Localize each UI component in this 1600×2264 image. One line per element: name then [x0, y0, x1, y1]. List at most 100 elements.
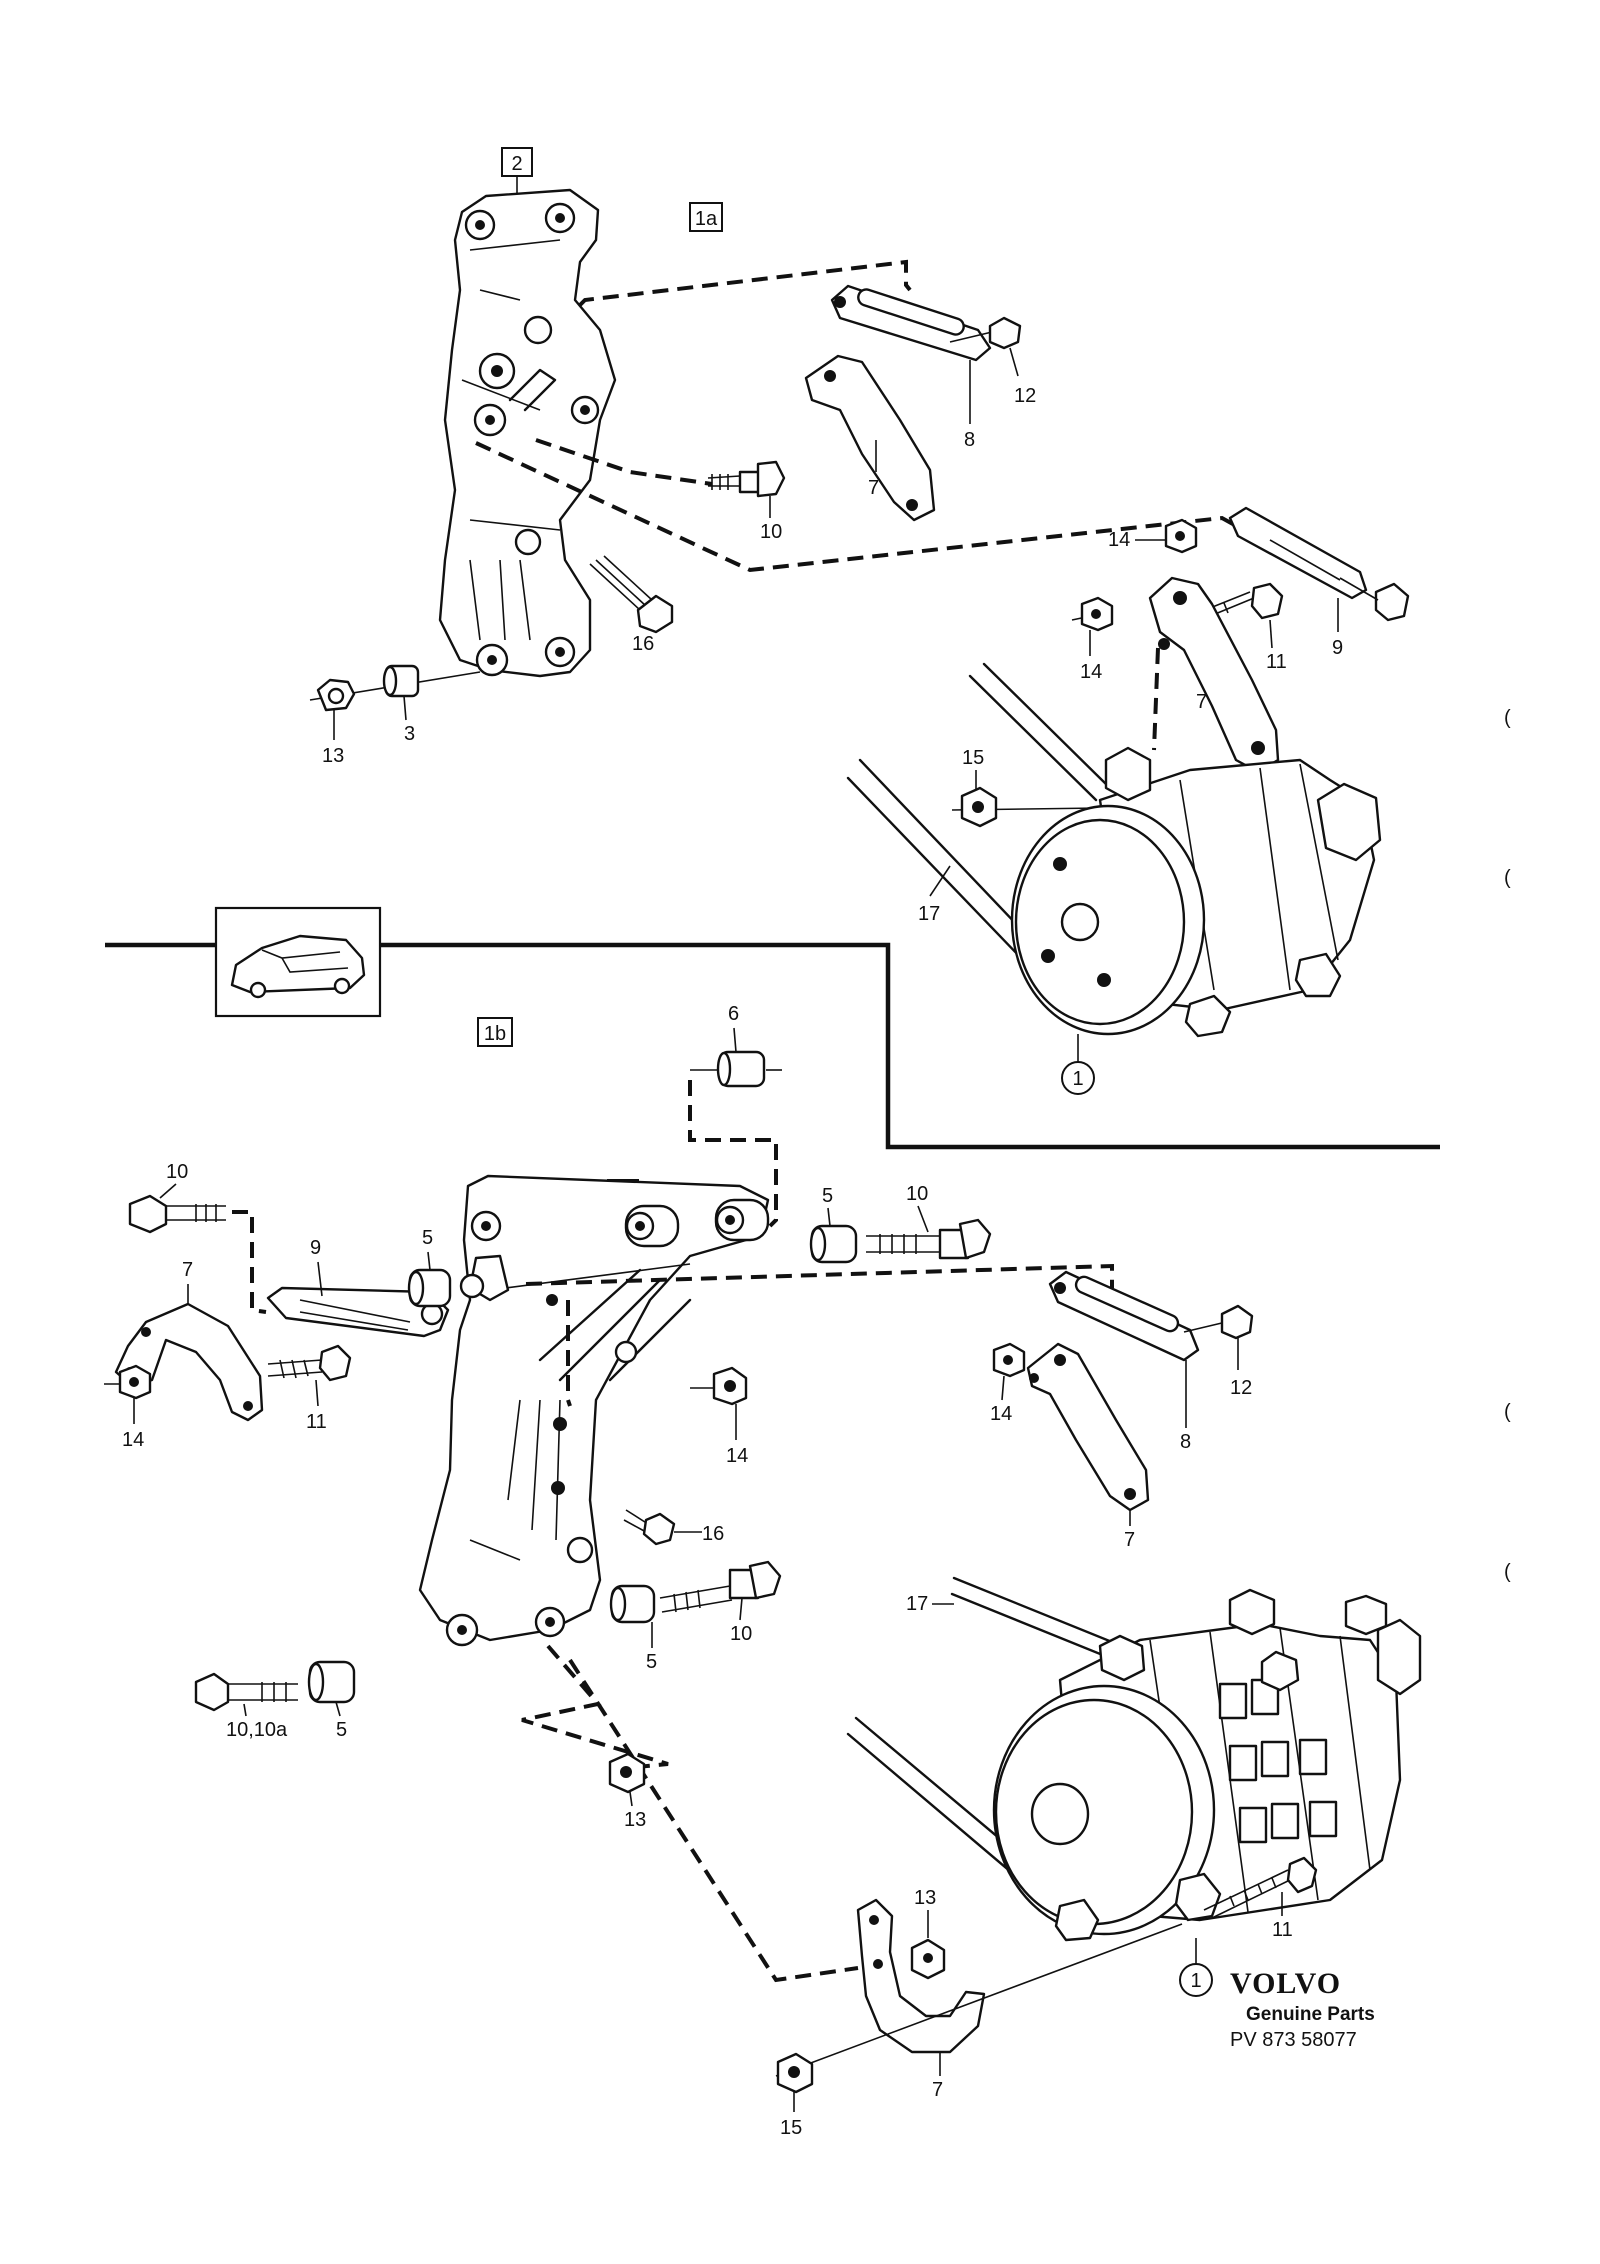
callout-8: 8 — [964, 429, 975, 451]
volvo-branding: VOLVO Genuine Parts PV 873 58077 — [1230, 1967, 1375, 2051]
nut-14b-lower — [690, 1366, 748, 1406]
callout-17: 17 — [906, 1593, 928, 1615]
callout-5: 5 — [822, 1185, 833, 1207]
link-arm-8-upper — [830, 284, 992, 362]
callout-6: 6 — [728, 1003, 739, 1025]
bracket-label-2: 2 — [501, 147, 533, 196]
callout-1: 1 — [1190, 1970, 1201, 1992]
section-divider — [105, 942, 1440, 1150]
section-label-1a: 1a — [689, 202, 723, 232]
nut-14c-lower — [992, 1342, 1026, 1378]
ac-compressor-lower — [992, 1588, 1422, 1942]
bolt-11-upper — [1179, 582, 1284, 627]
callout-9: 9 — [310, 1237, 321, 1259]
callout-5: 5 — [336, 1719, 347, 1741]
callout-11: 11 — [306, 1411, 327, 1433]
upper-dash-to-compressor — [475, 441, 1263, 573]
bracket-7-upper — [804, 354, 936, 522]
callout-13: 13 — [914, 1887, 936, 1909]
callout-3: 3 — [404, 723, 415, 745]
callout-12: 12 — [1014, 385, 1036, 407]
upper-dash-bracket7 — [1152, 647, 1160, 751]
bolt-10c-lower — [659, 1560, 782, 1613]
svg-text:(: ( — [1504, 1561, 1511, 1583]
link-arm-8-lower — [1048, 1270, 1200, 1362]
callout-14: 14 — [1108, 529, 1130, 551]
lower-dash-bracket7c — [568, 1658, 859, 1983]
bracket-7c-lower — [856, 1898, 986, 2054]
callout-5: 5 — [646, 1651, 657, 1673]
lower-dash-bushing6 — [688, 1080, 778, 1228]
compressor-fins — [1218, 1678, 1338, 1844]
callout-10: 10 — [730, 1623, 752, 1645]
bracket-7b-upper — [1148, 576, 1280, 774]
svg-text:1a: 1a — [695, 208, 718, 230]
bolt-12-lower — [1183, 1304, 1254, 1370]
callouts-upper: 13 3 16 10 7 8 12 14 14 11 9 7 15 17 — [322, 360, 1343, 1095]
svg-text:(: ( — [1504, 707, 1511, 729]
svg-text:1b: 1b — [484, 1023, 506, 1045]
callout-15: 15 — [780, 2117, 802, 2139]
nut-13a-lower — [608, 1752, 646, 1794]
spacer-5a-lower — [407, 1268, 452, 1308]
callout-14: 14 — [990, 1403, 1012, 1425]
callout-7: 7 — [868, 477, 879, 499]
callout-12: 12 — [1230, 1377, 1252, 1399]
callout-10: 10 — [166, 1161, 188, 1183]
lower-dash-link8 — [525, 1263, 1114, 1288]
link-9-upper — [1228, 506, 1410, 622]
bolt-16-upper — [589, 555, 674, 634]
callout-13: 13 — [624, 1809, 646, 1831]
callout-7: 7 — [1124, 1529, 1135, 1551]
callout-8: 8 — [1180, 1431, 1191, 1453]
lower-dash-nut13 — [521, 1644, 669, 1770]
bolt-11b-lower — [1203, 1856, 1318, 1919]
nut-14a-upper — [1135, 518, 1198, 554]
link-9-lower — [266, 1286, 450, 1338]
nut-14b-upper — [1071, 596, 1114, 632]
callout-7: 7 — [932, 2079, 943, 2101]
callout-14: 14 — [122, 1429, 144, 1451]
callout-14: 14 — [1080, 661, 1102, 683]
callout-16: 16 — [632, 633, 654, 655]
callout-10: 10 — [760, 521, 782, 543]
lower-assembly: 1b 4 — [104, 1003, 1422, 2139]
bolt-16-lower — [623, 1509, 702, 1546]
spacer-5c-lower — [609, 1584, 656, 1624]
mounting-bracket-2 — [438, 188, 617, 678]
callout-10: 10 — [906, 1183, 928, 1205]
callout-10-10a: 10,10a — [226, 1719, 288, 1741]
callout-9: 9 — [1332, 637, 1343, 659]
lower-dash-bolt10 — [232, 1210, 267, 1314]
spacer-5d-lower — [307, 1660, 356, 1704]
nut-13b-lower — [910, 1910, 946, 1980]
upper-dash-bolt10 — [535, 438, 713, 486]
car-icon — [214, 906, 382, 1018]
mounting-bracket-4 — [418, 1174, 770, 1647]
bolt-11a-lower — [267, 1344, 352, 1382]
callout-11: 11 — [1272, 1919, 1293, 1941]
callout-16: 16 — [702, 1523, 724, 1545]
genuine-parts-label: Genuine Parts — [1246, 2004, 1375, 2025]
nut-14a-lower — [104, 1364, 152, 1400]
part-number: PV 873 58077 — [1230, 2029, 1357, 2051]
ac-compressor-upper — [1010, 746, 1382, 1038]
scan-marks: ( ( ( ( — [1504, 707, 1511, 1583]
callout-5: 5 — [422, 1227, 433, 1249]
bolt-10-upper — [707, 460, 786, 498]
svg-text:(: ( — [1504, 1401, 1511, 1423]
svg-text:2: 2 — [511, 153, 522, 175]
section-label-1b: 1b — [477, 1017, 513, 1047]
svg-text:(: ( — [1504, 867, 1511, 889]
callout-14: 14 — [726, 1445, 748, 1467]
bolt-10b-lower — [866, 1218, 992, 1260]
nut-15-lower — [775, 1923, 1183, 2094]
upper-assembly: 1a 2 — [309, 147, 1410, 1095]
upper-dash-to-link — [578, 259, 912, 307]
callout-15: 15 — [962, 747, 984, 769]
callout-17: 17 — [918, 903, 940, 925]
bracket-7a-lower — [114, 1302, 264, 1422]
volvo-logo: VOLVO — [1230, 1967, 1341, 2000]
